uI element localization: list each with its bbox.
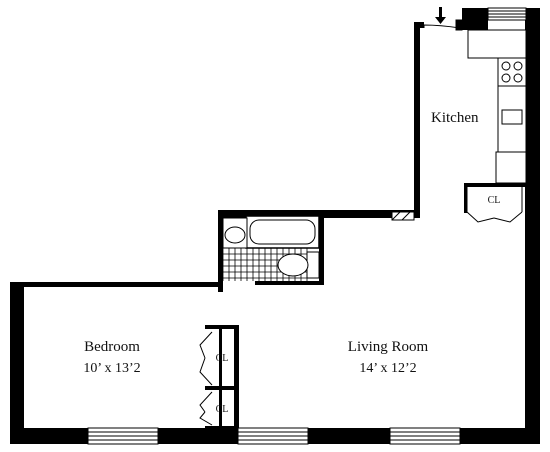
door-swings	[423, 19, 463, 31]
living-room-label: Living Room	[348, 339, 429, 355]
hall-wall	[414, 22, 420, 218]
bedroom-north-wall	[10, 282, 222, 287]
bath-south-wall	[255, 281, 324, 285]
burner-icon	[513, 73, 523, 83]
burner-icon	[501, 61, 511, 71]
kitchen-sink	[501, 109, 523, 125]
kitchen-fixtures	[467, 29, 527, 184]
bathroom-fixtures	[222, 211, 415, 281]
bedroom-label: Bedroom	[84, 339, 140, 355]
entry-door-swing	[423, 24, 461, 29]
bath-west-wall	[218, 210, 223, 292]
bedroom-dimensions: 10’ x 13’2	[83, 361, 140, 376]
window-living-2	[389, 427, 461, 445]
burner-icon	[501, 73, 511, 83]
kitchen-counter-top	[467, 29, 527, 59]
door-sill	[391, 211, 415, 221]
kitchen-label: Kitchen	[431, 110, 479, 126]
down-arrow-icon	[435, 7, 446, 24]
windows	[87, 7, 527, 445]
toilet-bowl	[277, 253, 309, 277]
toilet-tank	[306, 251, 320, 279]
stove	[497, 57, 527, 87]
closet-label-bedroom-1: CL	[216, 353, 229, 364]
closet-label-kitchen: CL	[488, 195, 501, 206]
bath-east-wall	[319, 214, 324, 284]
refrigerator	[495, 151, 527, 184]
burner-icon	[513, 61, 523, 71]
living-room-dimensions: 14’ x 12’2	[359, 361, 416, 376]
bath-sink	[224, 226, 246, 244]
window-living-1	[237, 427, 309, 445]
closet-doors	[199, 187, 523, 426]
east-wall	[525, 8, 540, 444]
west-wall	[10, 282, 24, 444]
bathtub-basin	[249, 219, 316, 245]
kitchen-north-wall	[462, 8, 488, 30]
closet-back-wall	[219, 325, 222, 430]
window-bedroom	[87, 427, 159, 445]
partition-wall	[234, 325, 239, 430]
closet-label-bedroom-2: CL	[216, 404, 229, 415]
kitchen-closet-top	[464, 183, 526, 187]
window-kitchen	[487, 7, 527, 21]
entry-stub	[414, 22, 424, 28]
kitchen-closet-left	[464, 183, 467, 213]
